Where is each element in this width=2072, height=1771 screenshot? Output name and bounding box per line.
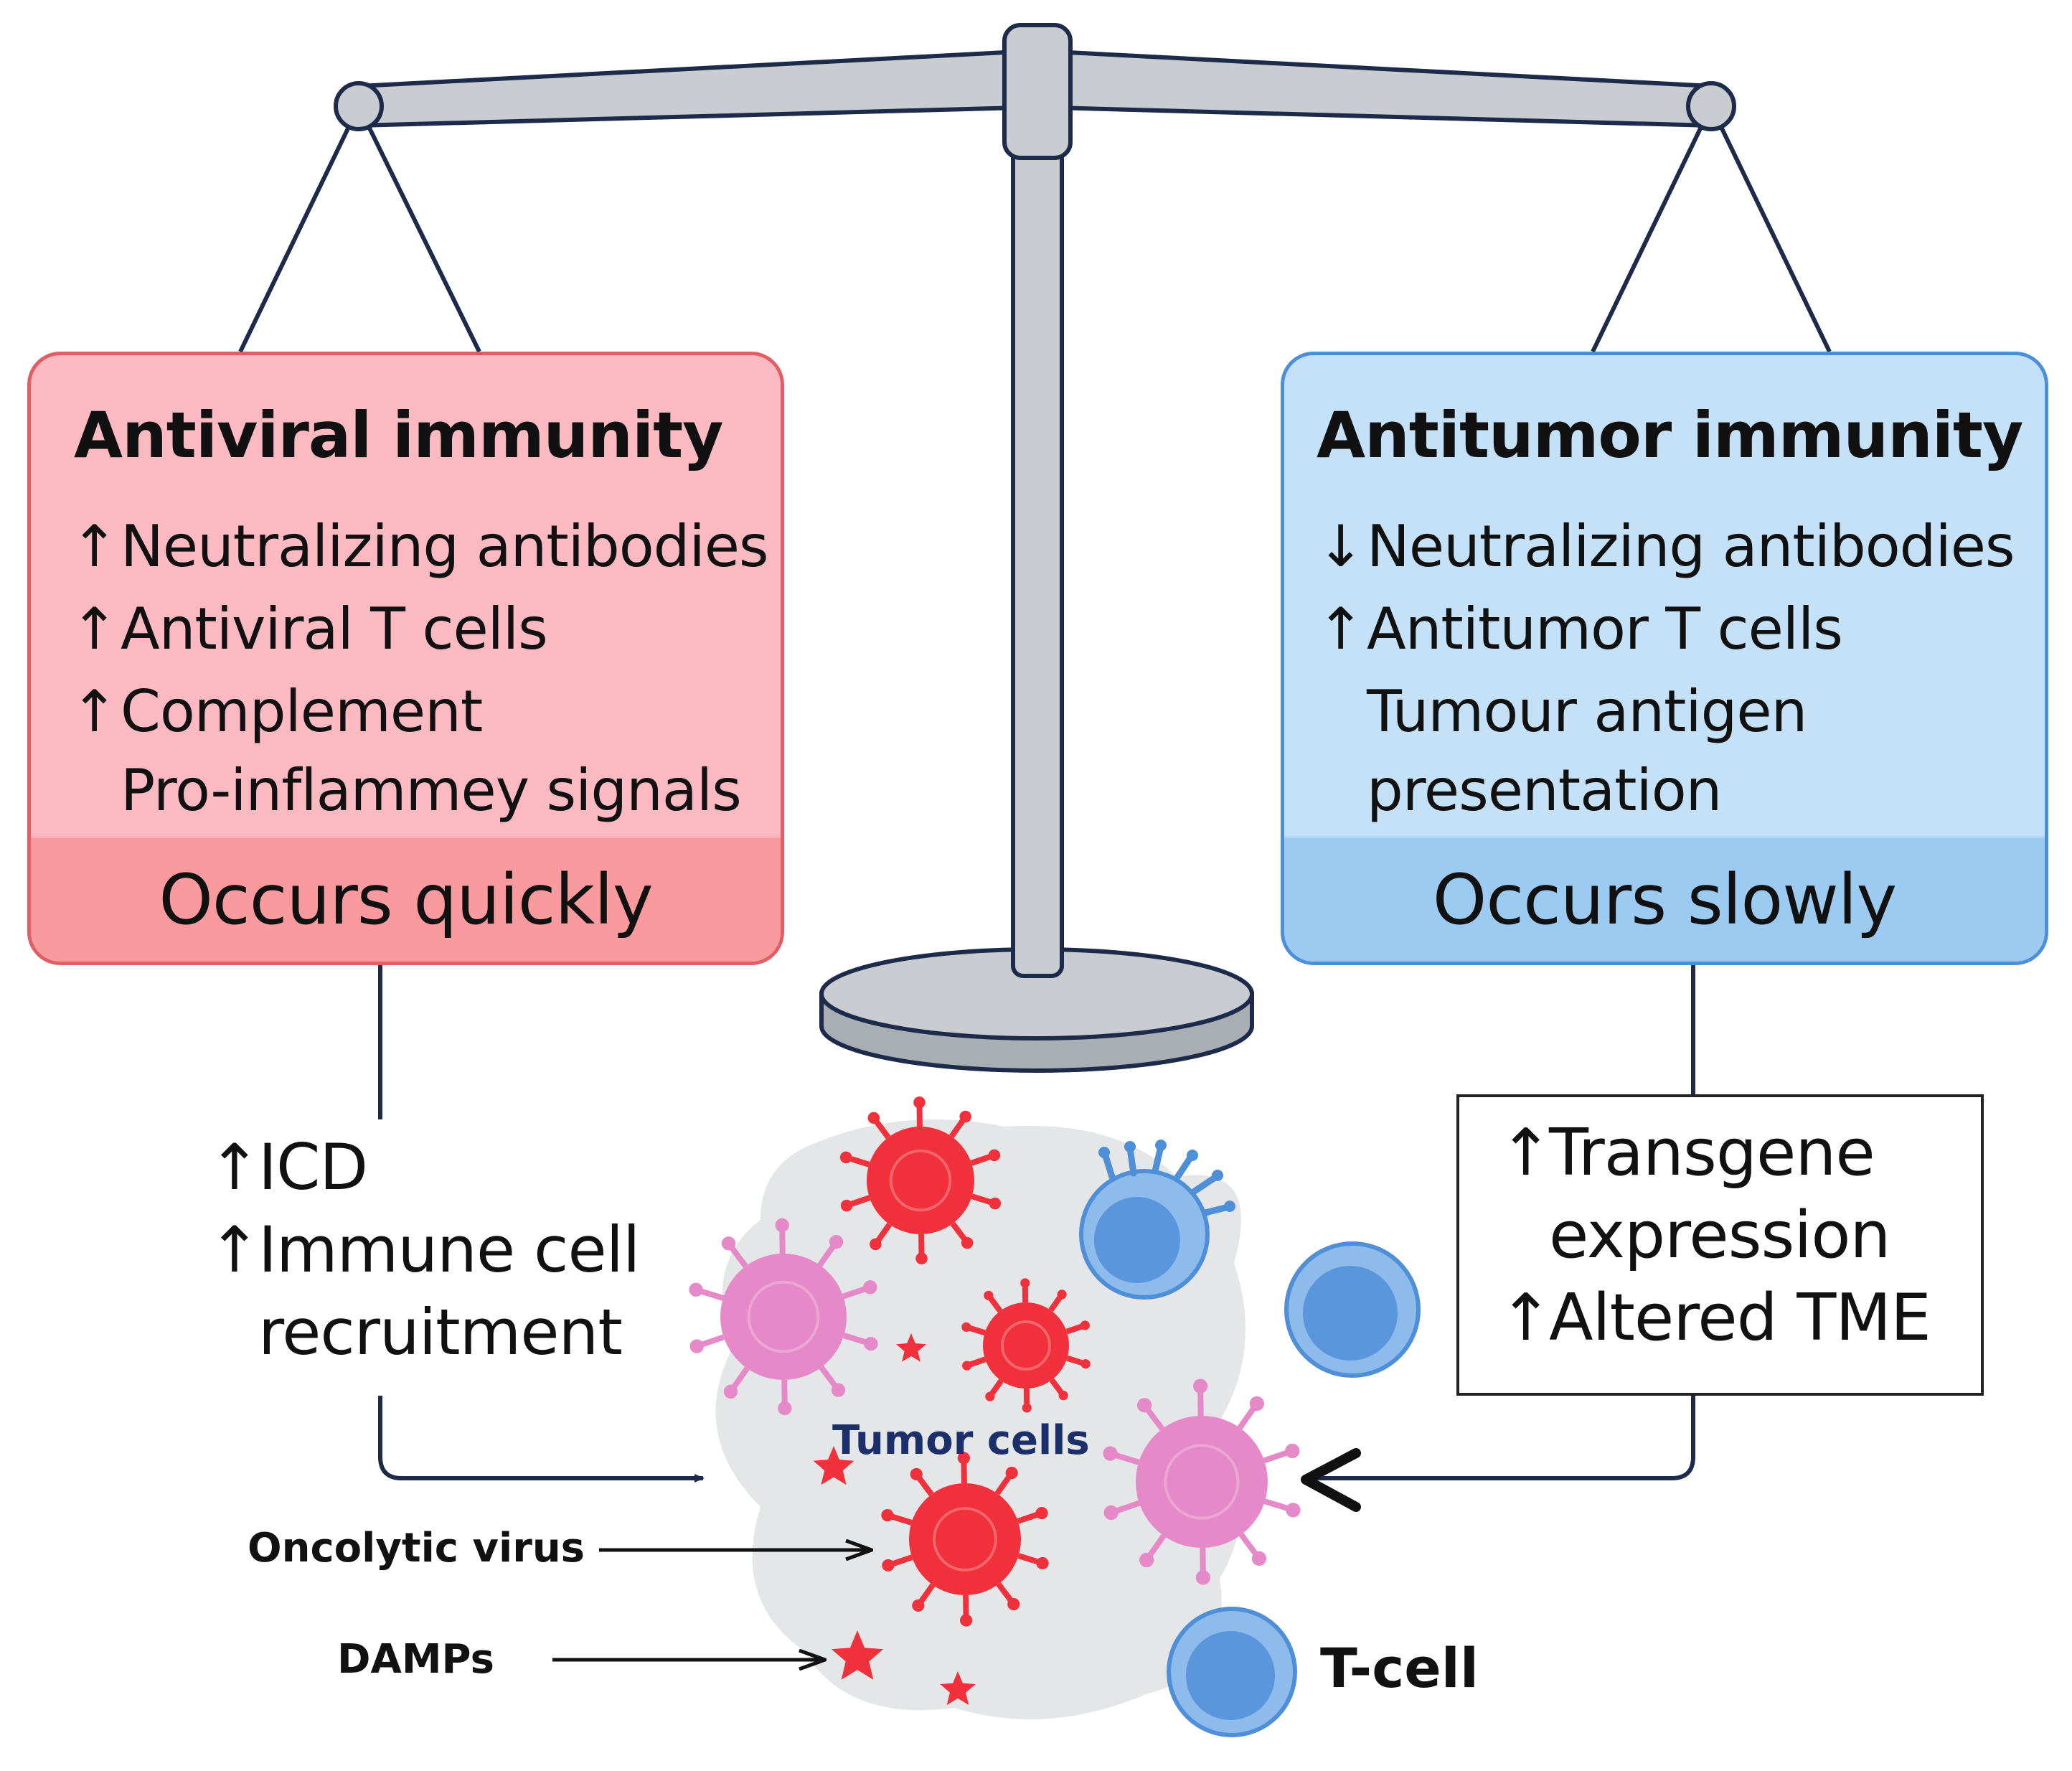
antiviral-immunity-box: Antiviral immunity ↑Neutralizing antibod… [27,352,784,965]
pink-virus-icon [689,1218,878,1416]
antitumor-line: Tumour antigen [1367,678,1807,745]
pink-virus-icon [1103,1378,1301,1585]
effect-line: expression [1549,1198,1890,1273]
red-virus-icon [881,1452,1049,1627]
damp-star [896,1333,926,1362]
antitumor-line: ↓Neutralizing antibodies [1317,513,2015,580]
antitumor-line: ↑Antitumor T cells [1317,596,1843,662]
damp-star-icon [813,1333,976,1705]
antiviral-title: Antiviral immunity [74,398,724,472]
antitumor-title: Antitumor immunity [1317,398,2023,472]
antitumor-immunity-box: Antitumor immunity ↓Neutralizing antibod… [1281,352,2048,965]
damp-star [940,1671,976,1705]
effect-line: ↑Immune cell [208,1213,640,1287]
virus-group [689,1096,1301,1627]
connector-lines [378,965,1695,1512]
effect-line: ↑Transgene [1499,1115,1875,1190]
lymphocyte [1284,1241,1421,1378]
t-cell-icon [1167,1607,1297,1737]
damp-star [831,1630,884,1680]
t-cell-label: T-cell [1320,1636,1479,1700]
balance-scale-icon [238,23,1832,1073]
antitumor-footer: Occurs slowly [1284,836,2045,962]
effect-line: recruitment [258,1295,623,1369]
tumor-cells-label: Tumor cells [832,1417,1090,1464]
antiviral-line: Pro-inflammey signals [121,757,742,824]
antiviral-line: ↑Antiviral T cells [70,596,548,662]
effect-line: ↑Altered TME [1499,1280,1931,1356]
immune-cell-icon [1079,1140,1421,1737]
damp-star [813,1446,854,1485]
antitumor-effects-box: ↑Transgene expression ↑Altered TME [1456,1094,1984,1396]
antiviral-footer: Occurs quickly [31,836,781,962]
dendritic-cell [1079,1140,1235,1300]
damps-label: DAMPs [337,1636,494,1683]
effect-line: ↑ICD [208,1130,368,1204]
antiviral-line: ↑Complement [70,678,483,745]
oncolytic-virus-label: Oncolytic virus [248,1525,585,1572]
red-virus-icon [961,1278,1091,1413]
red-virus-icon [839,1096,1002,1264]
antiviral-line: ↑Neutralizing antibodies [70,513,769,580]
antitumor-line: presentation [1367,757,1722,824]
